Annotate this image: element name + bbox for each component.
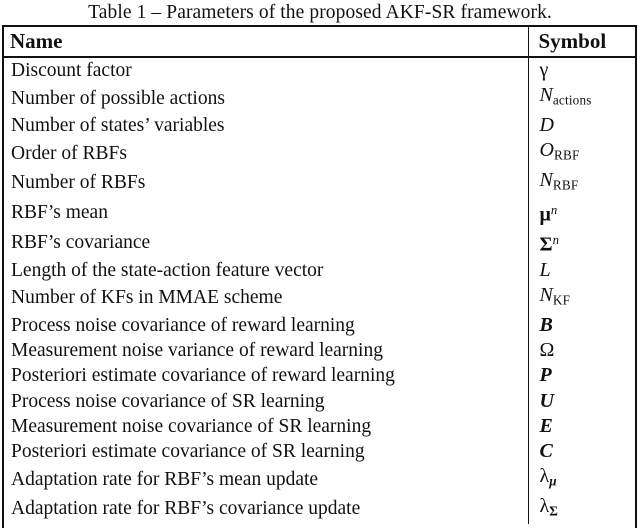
symbol-subscript: actions (552, 92, 592, 108)
parameter-symbol-cell: Σn (527, 227, 637, 258)
symbol-base: U (539, 389, 554, 412)
parameter-name-cell: Measurement noise variance of reward lea… (11, 339, 383, 361)
symbol-base: Σ (539, 233, 553, 256)
symbol-subscript: Σ (549, 503, 559, 519)
parameter-symbol-cell: D (527, 113, 637, 139)
symbol-base: λ (539, 495, 550, 518)
parameter-name-cell: Discount factor (11, 60, 132, 81)
parameter-name-cell: Process noise covariance of SR learning (11, 390, 325, 412)
parameter-symbol-cell: E (527, 413, 637, 440)
parameter-name-cell: Process noise covariance of reward learn… (11, 314, 355, 336)
symbol-base: N (539, 169, 553, 192)
symbol-base: L (539, 258, 551, 281)
parameter-name-cell: Posteriori estimate covariance of reward… (11, 365, 395, 387)
symbol-subscript: RBF (552, 177, 579, 193)
symbol-base: Ω (539, 338, 555, 361)
symbol-superscript: n (550, 202, 558, 217)
parameter-name-cell: Adaptation rate for RBF’s mean update (11, 468, 319, 490)
table-row: Adaptation rate for RBF’s covariance upd… (2, 494, 637, 524)
symbol-subscript: RBF (553, 147, 580, 163)
symbol-subscript: μ (549, 473, 557, 489)
parameter-symbol-cell: λμ (527, 464, 637, 495)
parameter-symbol-cell: U (527, 388, 637, 414)
parameter-name-cell: Number of states’ variables (11, 115, 225, 137)
symbol-base: N (539, 283, 553, 306)
parameter-symbol-cell: Ω (527, 337, 637, 364)
table-row: Process noise covariance of reward learn… (2, 312, 637, 338)
parameter-name-cell: Adaptation rate for RBF’s covariance upd… (11, 498, 361, 520)
column-header-name: Name (2, 25, 528, 58)
table-row: Order of RBFs ORBF (2, 138, 637, 169)
parameter-name-cell: Number of possible actions (11, 87, 225, 109)
table-caption: Table 1 – Parameters of the proposed AKF… (88, 2, 552, 23)
symbol-subscript: KF (552, 292, 571, 308)
table-row: Process noise covariance of SR learning U (2, 388, 637, 414)
symbol-base: B (539, 313, 553, 336)
table-right-border (635, 25, 637, 528)
parameter-symbol-cell: NRBF (527, 168, 637, 198)
symbol-base: γ (539, 59, 549, 81)
table-row: Number of KFs in MMAE scheme NKF (2, 282, 637, 313)
column-header-symbol: Symbol (527, 25, 637, 58)
parameter-name-cell: Number of RBFs (11, 172, 146, 194)
parameter-symbol-cell: NKF (527, 282, 637, 313)
symbol-base: E (539, 414, 553, 437)
parameter-symbol-cell: P (527, 363, 637, 389)
parameter-symbol-cell: L (527, 257, 637, 283)
table-row: Adaptation rate for RBF’s mean update λμ (2, 464, 637, 495)
parameter-name-cell: Order of RBFs (11, 142, 127, 164)
parameter-symbol-cell: λΣ (527, 494, 637, 524)
symbol-base: D (539, 114, 554, 137)
table-row: Discount factor γ (2, 57, 637, 84)
table-row: Number of states’ variables D (2, 113, 637, 139)
symbol-base: λ (539, 465, 550, 488)
table-row: Number of RBFs NRBF (2, 168, 637, 198)
parameter-symbol-cell: Nactions (527, 83, 637, 114)
parameter-symbol-cell: μn (527, 197, 637, 228)
table-row: Measurement noise variance of reward lea… (2, 337, 637, 364)
parameter-symbol-cell: ORBF (527, 138, 637, 169)
parameter-name-cell: Number of KFs in MMAE scheme (11, 287, 283, 309)
parameter-symbol-cell: B (527, 312, 637, 338)
table-left-border (2, 25, 4, 528)
table-row: Posteriori estimate covariance of SR lea… (2, 439, 637, 465)
table-row: Measurement noise covariance of SR learn… (2, 413, 637, 440)
symbol-base: O (539, 139, 554, 162)
parameter-name-cell: RBF’s covariance (11, 232, 151, 253)
parameter-name-cell: Length of the state-action feature vecto… (11, 259, 324, 281)
symbol-base: P (539, 364, 552, 387)
parameter-symbol-cell: C (527, 439, 637, 465)
symbol-base: C (539, 440, 553, 463)
table-header: Name Symbol (2, 25, 637, 58)
symbol-superscript: n (552, 232, 559, 247)
table-row: RBF’s covariance Σn (2, 227, 637, 258)
symbol-base: N (539, 84, 553, 107)
table-row: Posteriori estimate covariance of reward… (2, 363, 637, 389)
table-row: Number of possible actions Nactions (2, 83, 637, 114)
table-header-row: Name Symbol (2, 25, 637, 58)
table-row: Length of the state-action feature vecto… (2, 257, 637, 283)
parameter-name-cell: Posteriori estimate covariance of SR lea… (11, 441, 365, 463)
table-row: RBF’s mean μn (2, 197, 637, 228)
parameter-name-cell: Measurement noise covariance of SR learn… (11, 415, 372, 437)
symbol-base: μ (539, 203, 551, 226)
parameter-symbol-cell: γ (527, 57, 637, 84)
parameter-name-cell: RBF’s mean (11, 202, 108, 224)
